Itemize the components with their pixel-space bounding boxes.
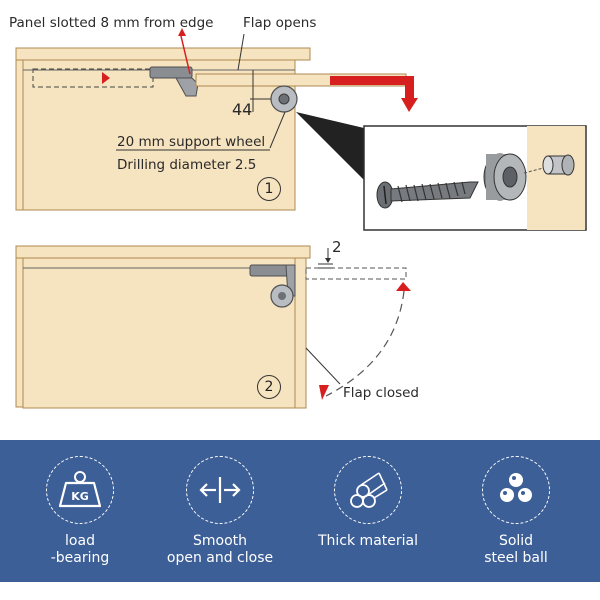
feature-label-line1: Solid xyxy=(498,533,534,549)
feature-label-line1: load xyxy=(65,533,95,549)
diagram-drawing xyxy=(15,28,587,409)
feature-label-line2: -bearing xyxy=(50,550,110,566)
feature-smooth: Smooth open and close xyxy=(150,440,290,582)
feature-band: KG load -bearing Smooth open and close xyxy=(0,440,600,582)
cabinet-top-panel xyxy=(15,47,311,61)
feature-label-line1: Thick material xyxy=(317,533,418,549)
wheel-illustration xyxy=(483,153,527,201)
double-arrow-icon xyxy=(186,456,254,524)
cabinet-side-panel xyxy=(15,54,24,211)
step-2-number: 2 xyxy=(257,375,281,399)
svg-text:KG: KG xyxy=(71,490,89,503)
hinge-arm-1 xyxy=(175,77,199,97)
red-marker-bottom xyxy=(319,385,329,400)
feature-label-line1: Smooth xyxy=(192,533,248,549)
hinge-body-1 xyxy=(149,66,193,79)
steel-balls-icon xyxy=(482,456,550,524)
panel-slot-label: Panel slotted 8 mm from edge xyxy=(9,15,214,31)
cabinet-side-panel-2 xyxy=(15,251,24,408)
feature-label-line2: open and close xyxy=(166,550,274,566)
flap-open-dashed xyxy=(305,267,407,280)
gap-label: 2 xyxy=(332,238,342,256)
red-direction-arrow xyxy=(401,98,418,112)
cabinet-back-panel-2 xyxy=(22,257,296,409)
callout-pointer xyxy=(296,112,364,180)
red-marker-1 xyxy=(102,72,110,84)
feature-thick-material: Thick material xyxy=(298,440,438,582)
flap-swing-arc xyxy=(325,290,405,397)
red-marker-top xyxy=(396,282,411,291)
dimension-44-label: 44 xyxy=(232,100,253,119)
step-1-number: 1 xyxy=(257,177,281,201)
kg-weight-icon: KG xyxy=(46,456,114,524)
bushing-illustration xyxy=(542,154,575,176)
flap-closed-label: Flap closed xyxy=(343,385,419,401)
hinge-body-2 xyxy=(249,264,291,277)
cabinet-top-panel-2 xyxy=(15,245,311,259)
screw-illustration xyxy=(376,181,479,209)
feature-steel-ball: Solid steel ball xyxy=(446,440,586,582)
feature-load-bearing: KG load -bearing xyxy=(10,440,150,582)
support-wheel-label: 20 mm support wheel xyxy=(117,134,266,150)
feature-label-line2: steel ball xyxy=(484,550,548,566)
technical-diagram: Panel slotted 8 mm from edge Flap opens … xyxy=(9,15,587,409)
flap-opens-label: Flap opens xyxy=(243,15,317,31)
closed-flap xyxy=(294,257,307,409)
material-rods-icon xyxy=(334,456,402,524)
drilling-label: Drilling diameter 2.5 xyxy=(117,157,257,173)
